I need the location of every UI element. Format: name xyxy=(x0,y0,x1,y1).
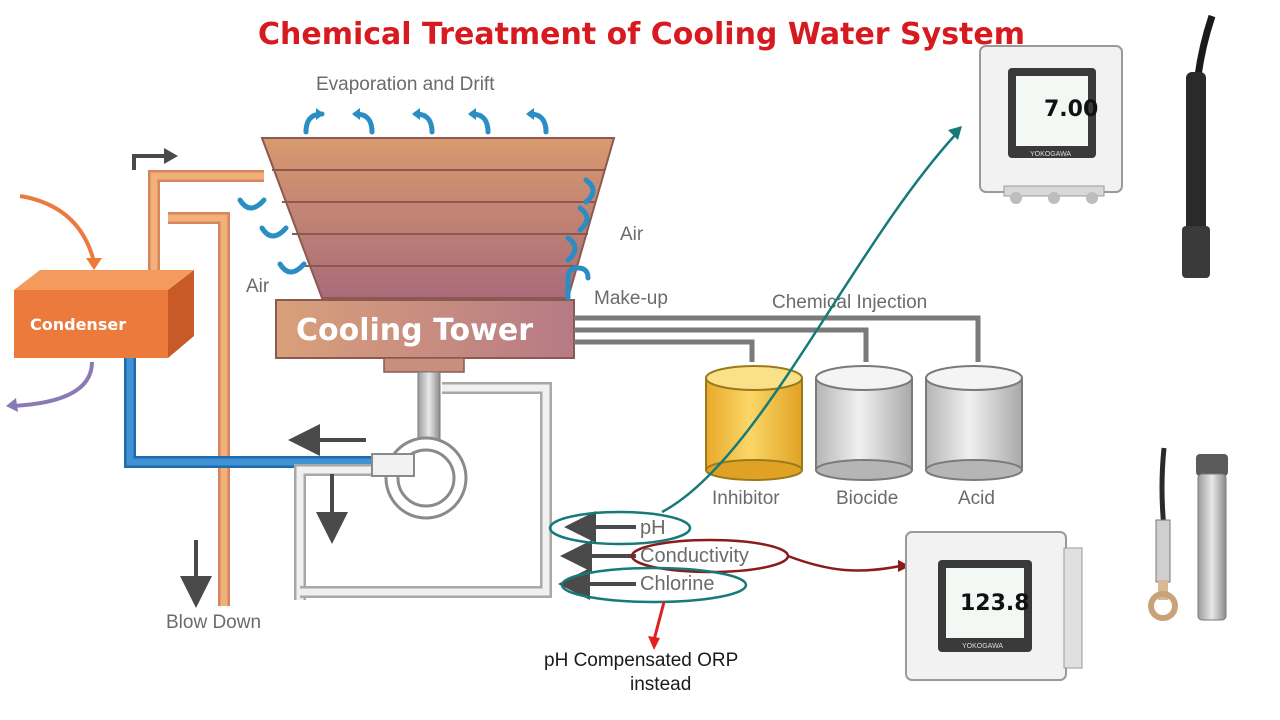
chemical-injection-label: Chemical Injection xyxy=(772,292,927,313)
parameter-arrows xyxy=(558,511,636,600)
ph-analyzer: 7.00 YOKOGAWA xyxy=(979,45,1123,204)
conductivity-analyzer: 123.8 YOKOGAWA xyxy=(905,531,1083,681)
evaporation-arrow-icon xyxy=(412,108,435,135)
evaporation-arrow-icon xyxy=(352,108,375,135)
condenser-outlet-arrow-icon xyxy=(11,361,94,408)
chemical-injection-lines xyxy=(574,315,981,362)
conductivity-brand: YOKOGAWA xyxy=(962,643,1003,650)
chlorine-probe xyxy=(1196,454,1228,621)
parameter-label-conductivity: Conductivity xyxy=(640,545,749,567)
orp-note-line2: instead xyxy=(630,674,691,695)
condenser-label: Condenser xyxy=(30,315,126,334)
air-arrows-left xyxy=(237,197,307,275)
tank-label-inhibitor: Inhibitor xyxy=(712,488,780,509)
tank-inhibitor xyxy=(705,365,803,481)
orp-note-line1: pH Compensated ORP xyxy=(544,650,738,671)
condenser: Condenser xyxy=(14,270,194,358)
conductivity-connector-line xyxy=(787,554,901,572)
condenser-inlet-arrow-icon xyxy=(19,194,96,263)
pump-assembly xyxy=(294,371,552,600)
makeup-label: Make-up xyxy=(594,288,668,309)
tank-acid xyxy=(925,365,1023,481)
ph-brand: YOKOGAWA xyxy=(1030,151,1071,158)
conductivity-reading: 123.8 xyxy=(960,591,1030,616)
evaporation-arrow-icon xyxy=(303,108,325,135)
tank-label-acid: Acid xyxy=(958,488,995,509)
tank-biocide xyxy=(815,365,913,481)
air-arrow-icon xyxy=(583,177,596,205)
evaporation-arrows xyxy=(303,108,549,135)
air-arrow-icon xyxy=(259,225,289,239)
parameter-label-chlorine: Chlorine xyxy=(640,573,714,595)
makeup-arrow-icon xyxy=(565,265,591,301)
chlorine-note-arrow-icon xyxy=(652,601,666,641)
air-label-left: Air xyxy=(246,276,270,297)
diagram-title: Chemical Treatment of Cooling Water Syst… xyxy=(258,17,1025,52)
evaporation-label: Evaporation and Drift xyxy=(316,74,495,95)
air-arrows-right xyxy=(565,177,596,301)
air-arrow-icon xyxy=(237,197,267,211)
ph-reading: 7.00 xyxy=(1044,97,1098,122)
air-label-right: Air xyxy=(620,224,644,245)
tank-label-biocide: Biocide xyxy=(836,488,898,509)
cooling-tower: Cooling Tower xyxy=(260,137,616,373)
blow-down-label: Blow Down xyxy=(166,612,261,633)
ph-highlight-ellipse xyxy=(548,510,692,546)
conductivity-probe xyxy=(1148,447,1178,621)
cooling-tower-label: Cooling Tower xyxy=(296,313,533,348)
air-arrow-icon xyxy=(577,205,590,233)
hot-water-pipes xyxy=(148,170,264,606)
riser-arrow-icon xyxy=(132,154,166,170)
ph-connector-line xyxy=(661,133,957,514)
parameter-label-ph: pH xyxy=(640,517,666,539)
ph-probe xyxy=(1182,14,1216,278)
chlorine-highlight-ellipse xyxy=(560,566,748,604)
cold-water-pipe xyxy=(124,358,382,468)
evaporation-arrow-icon xyxy=(526,108,549,135)
evaporation-arrow-icon xyxy=(468,108,491,135)
air-arrow-icon xyxy=(565,235,578,263)
air-arrow-icon xyxy=(277,261,307,275)
